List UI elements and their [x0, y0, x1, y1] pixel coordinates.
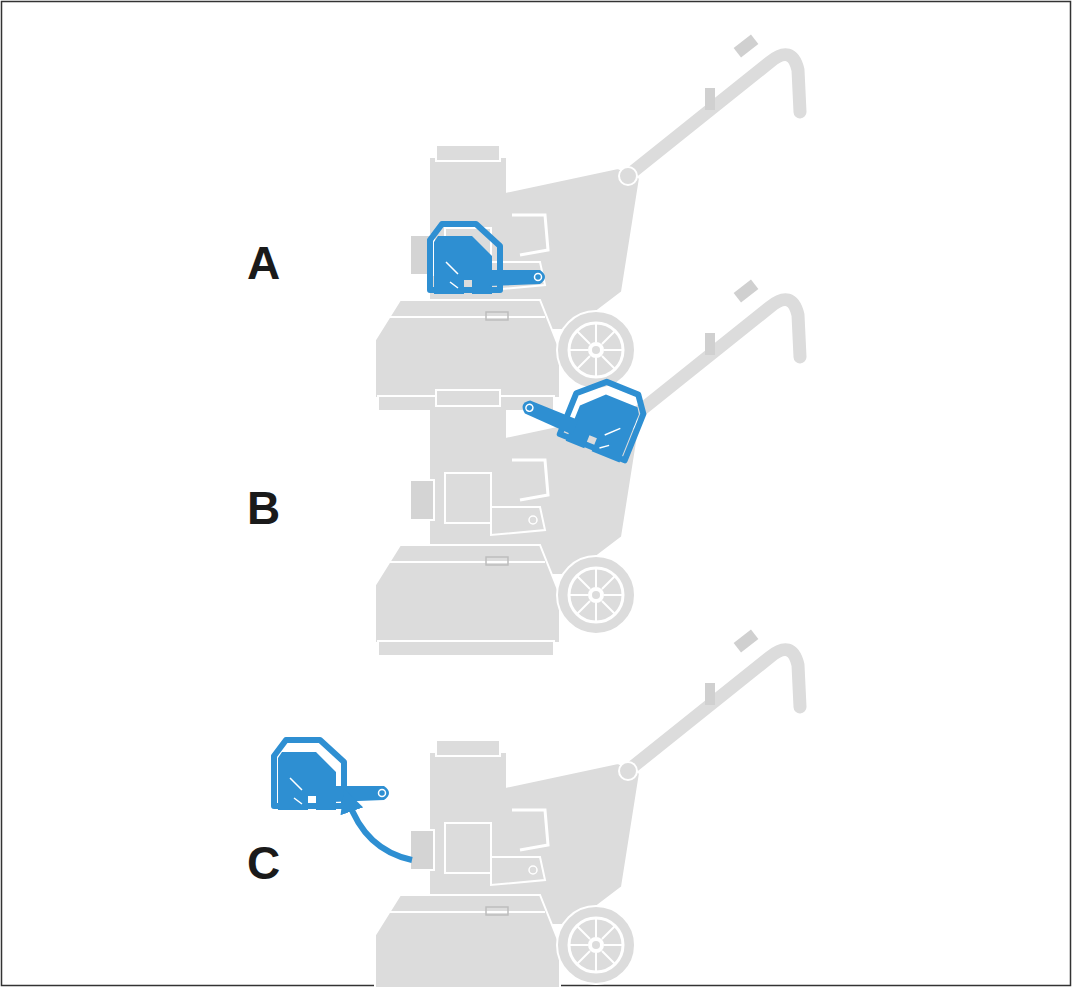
guard-removed: [274, 740, 389, 810]
step-letter: B: [247, 485, 280, 531]
guard-mounted: [430, 224, 545, 294]
machine-view-c: [375, 629, 800, 987]
machine-view-a: [375, 34, 800, 411]
step-letter: A: [247, 240, 280, 286]
guard-swung: [517, 356, 650, 464]
step-letter: C: [247, 840, 280, 886]
machine-view-b: [375, 279, 800, 656]
removal-arrow: [348, 800, 412, 860]
